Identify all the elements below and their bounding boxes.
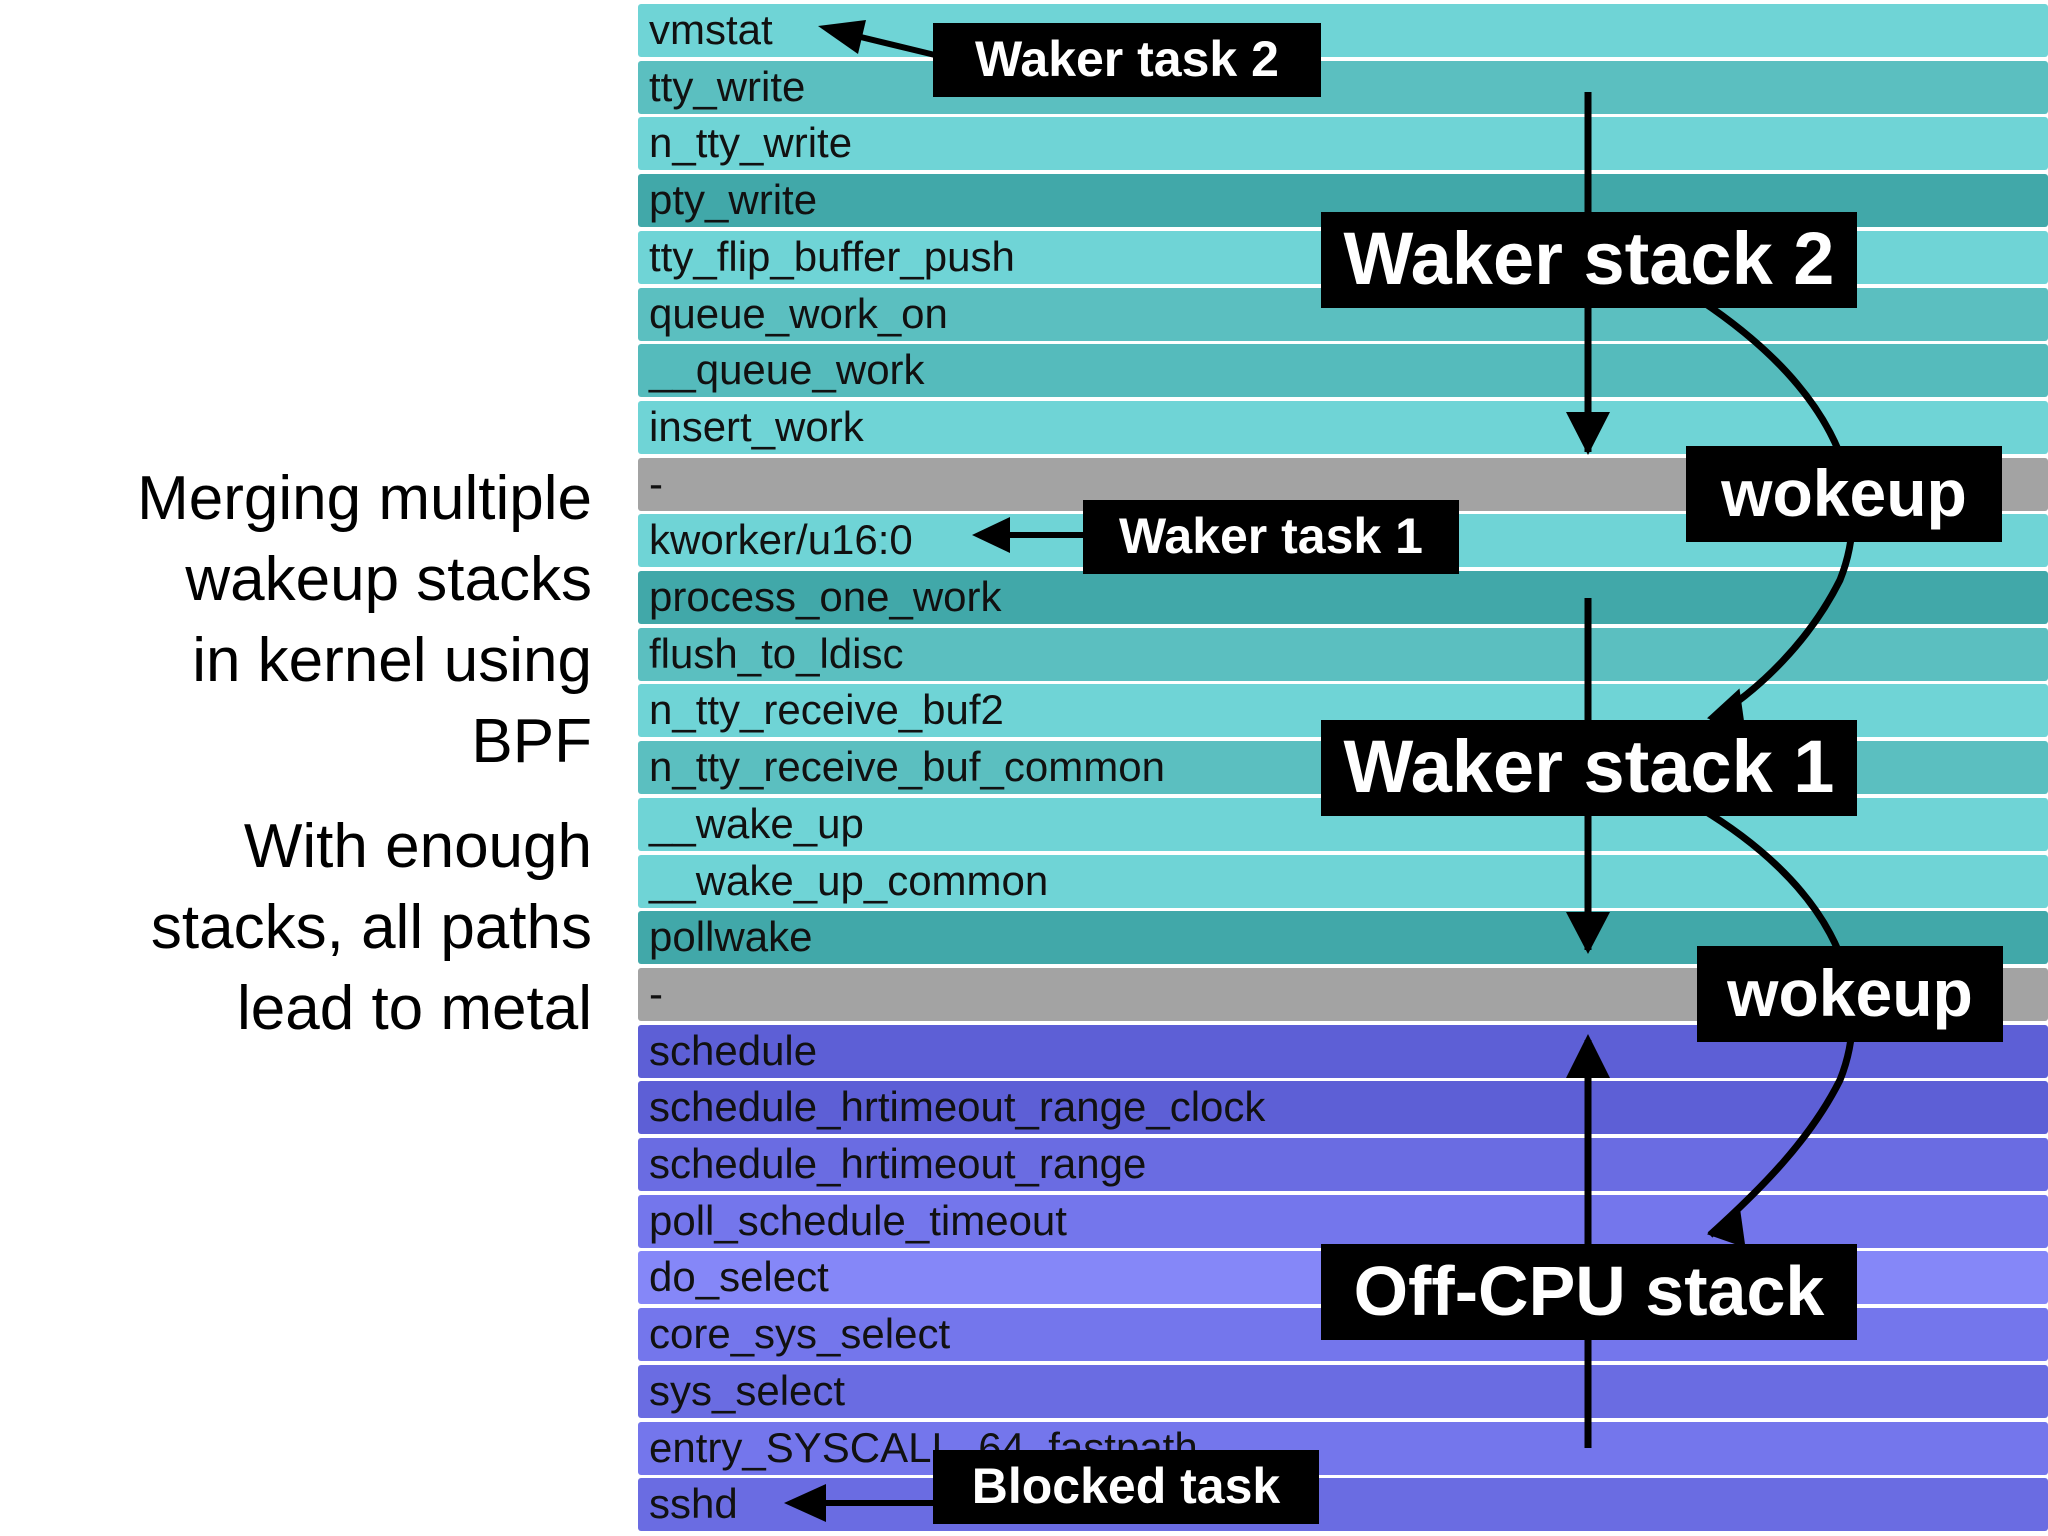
frame-separator: [638, 114, 2048, 117]
frame-separator: [638, 170, 2048, 173]
stack-frame[interactable]: __wake_up_common: [638, 855, 2048, 908]
off-cpu-stack-label: Off-CPU stack: [1321, 1244, 1857, 1340]
wokeup-curve-lower: [1698, 804, 1856, 1238]
caption-paragraph-metal: With enough stacks, all paths lead to me…: [0, 806, 592, 1049]
stack-frame[interactable]: sys_select: [638, 1365, 2048, 1418]
caption-line: wakeup stacks: [185, 545, 592, 614]
caption-line: With enough: [243, 812, 592, 881]
waker-stack-2-arrowhead: [1566, 412, 1610, 455]
caption-line: lead to metal: [237, 974, 592, 1043]
frame-separator: [638, 681, 2048, 684]
stack-frame[interactable]: poll_schedule_timeout: [638, 1195, 2048, 1248]
stack-frame[interactable]: insert_work: [638, 401, 2048, 454]
stack-frame[interactable]: flush_to_ldisc: [638, 628, 2048, 681]
waker-task-2-label: Waker task 2: [933, 23, 1321, 97]
frame-separator: [638, 454, 2048, 457]
frame-separator: [638, 1134, 2048, 1137]
caption-line: BPF: [471, 707, 592, 776]
blocked-task-label: Blocked task: [933, 1450, 1319, 1524]
frame-separator: [638, 397, 2048, 400]
stack-frame[interactable]: tty_write: [638, 61, 2048, 114]
stack-frame[interactable]: n_tty_write: [638, 117, 2048, 170]
frame-separator: [638, 908, 2048, 911]
stack-frame[interactable]: vmstat: [638, 4, 2048, 57]
waker-task-1-arrowhead: [972, 517, 1010, 553]
frame-separator: [638, 624, 2048, 627]
waker-stack-1-arrowhead: [1566, 912, 1610, 954]
slide-caption: Merging multiple wakeup stacks in kernel…: [0, 458, 592, 1073]
frame-separator: [638, 57, 2048, 60]
waker-task-2-arrowhead: [818, 20, 866, 54]
stack-frame[interactable]: __queue_work: [638, 344, 2048, 397]
blocked-task-arrowhead: [784, 1484, 826, 1522]
stack-frame[interactable]: schedule_hrtimeout_range: [638, 1138, 2048, 1191]
caption-line: in kernel using: [192, 626, 592, 695]
frame-separator: [638, 1191, 2048, 1194]
waker-stack-1-label: Waker stack 1: [1321, 720, 1857, 816]
frame-separator: [638, 341, 2048, 344]
frame-separator: [638, 964, 2048, 967]
frame-separator: [638, 1021, 2048, 1024]
waker-task-1-label: Waker task 1: [1083, 500, 1459, 574]
wokeup-label-lower: wokeup: [1697, 946, 2003, 1042]
waker-stack-2-label: Waker stack 2: [1321, 212, 1857, 308]
frame-separator: [638, 1361, 2048, 1364]
frame-separator: [638, 1078, 2048, 1081]
frame-separator: [638, 851, 2048, 854]
frame-separator: [638, 1475, 2048, 1478]
caption-line: Merging multiple: [137, 464, 592, 533]
frame-separator: [638, 1418, 2048, 1421]
caption-line: stacks, all paths: [150, 893, 592, 962]
stack-frame[interactable]: process_one_work: [638, 571, 2048, 624]
stack-frame[interactable]: entry_SYSCALL_64_fastpath: [638, 1422, 2048, 1475]
caption-paragraph-merging: Merging multiple wakeup stacks in kernel…: [0, 458, 592, 782]
stack-frame[interactable]: schedule_hrtimeout_range_clock: [638, 1081, 2048, 1134]
off-cpu-stack-arrowhead: [1566, 1034, 1610, 1078]
wokeup-curve-lower-arrowhead: [1707, 1204, 1746, 1248]
wokeup-label-upper: wokeup: [1686, 446, 2002, 542]
wokeup-curve-upper: [1698, 297, 1856, 724]
